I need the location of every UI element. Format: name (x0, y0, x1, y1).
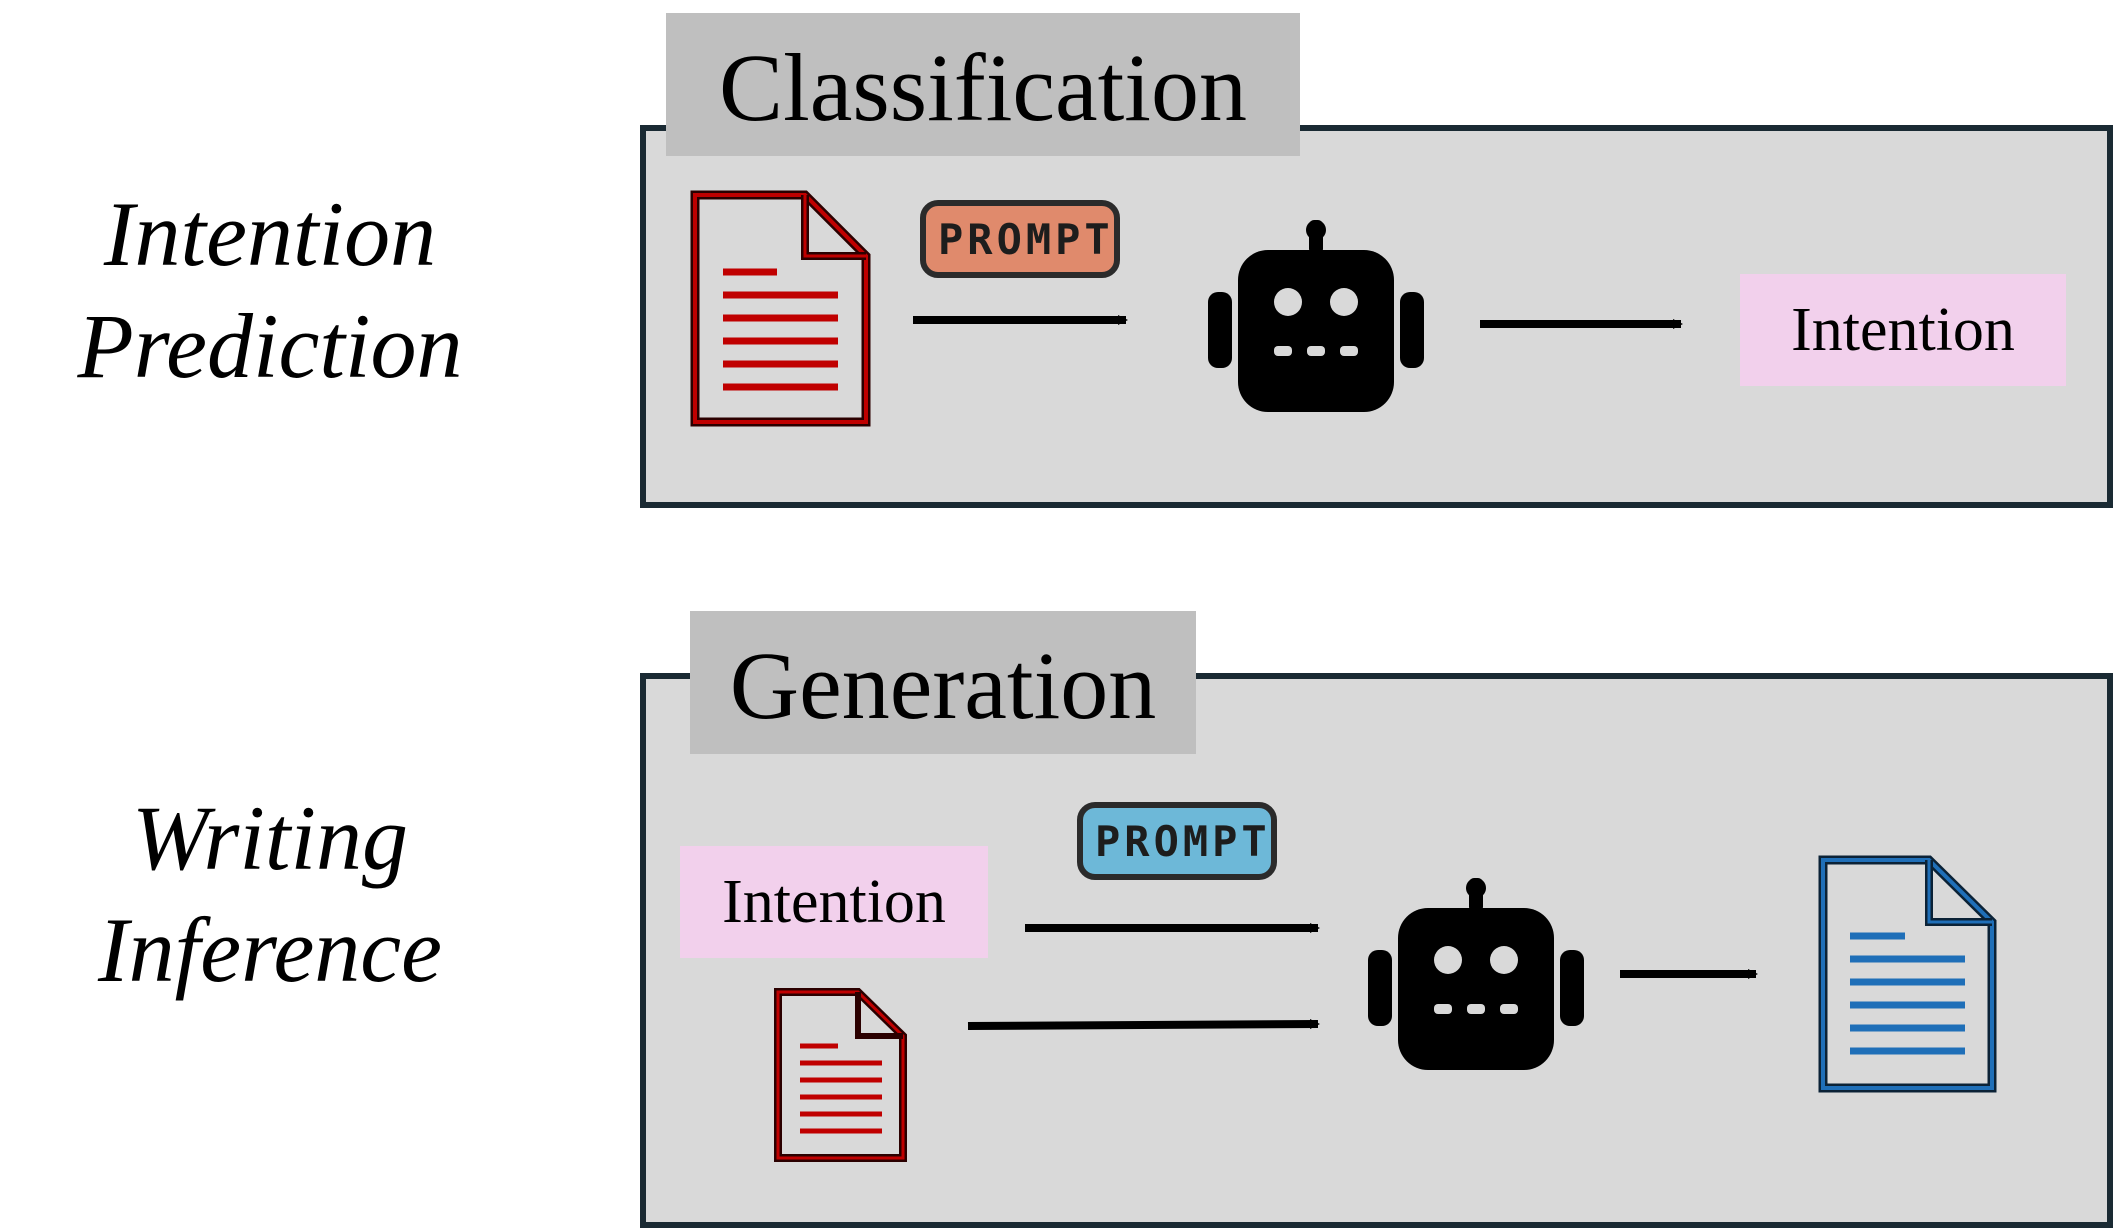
output-intention-chip: Intention (1740, 274, 2066, 386)
classification-tab: Classification (666, 13, 1300, 156)
robot-icon (1368, 878, 1584, 1070)
row1-side-label: Intention Prediction (40, 178, 500, 402)
prompt-badge-generation: PROMPT (1077, 802, 1277, 880)
input-intention-chip: Intention (680, 846, 988, 958)
prompt-badge-label: PROMPT (1095, 816, 1271, 866)
document-icon (774, 988, 907, 1162)
row1-side-label-line1: Intention (103, 183, 437, 285)
document-icon (690, 190, 871, 427)
generation-tab: Generation (690, 611, 1196, 754)
arrow-icon (967, 1019, 1320, 1030)
row2-side-label-line2: Inference (98, 899, 442, 1001)
prompt-badge-classification: PROMPT (920, 200, 1120, 278)
row2-side-label-line1: Writing (131, 787, 409, 889)
row1-side-label-line2: Prediction (77, 295, 463, 397)
row2-side-label: Writing Inference (40, 782, 500, 1006)
robot-icon (1208, 220, 1424, 412)
prompt-badge-label: PROMPT (938, 214, 1114, 264)
document-icon (1818, 855, 1997, 1093)
